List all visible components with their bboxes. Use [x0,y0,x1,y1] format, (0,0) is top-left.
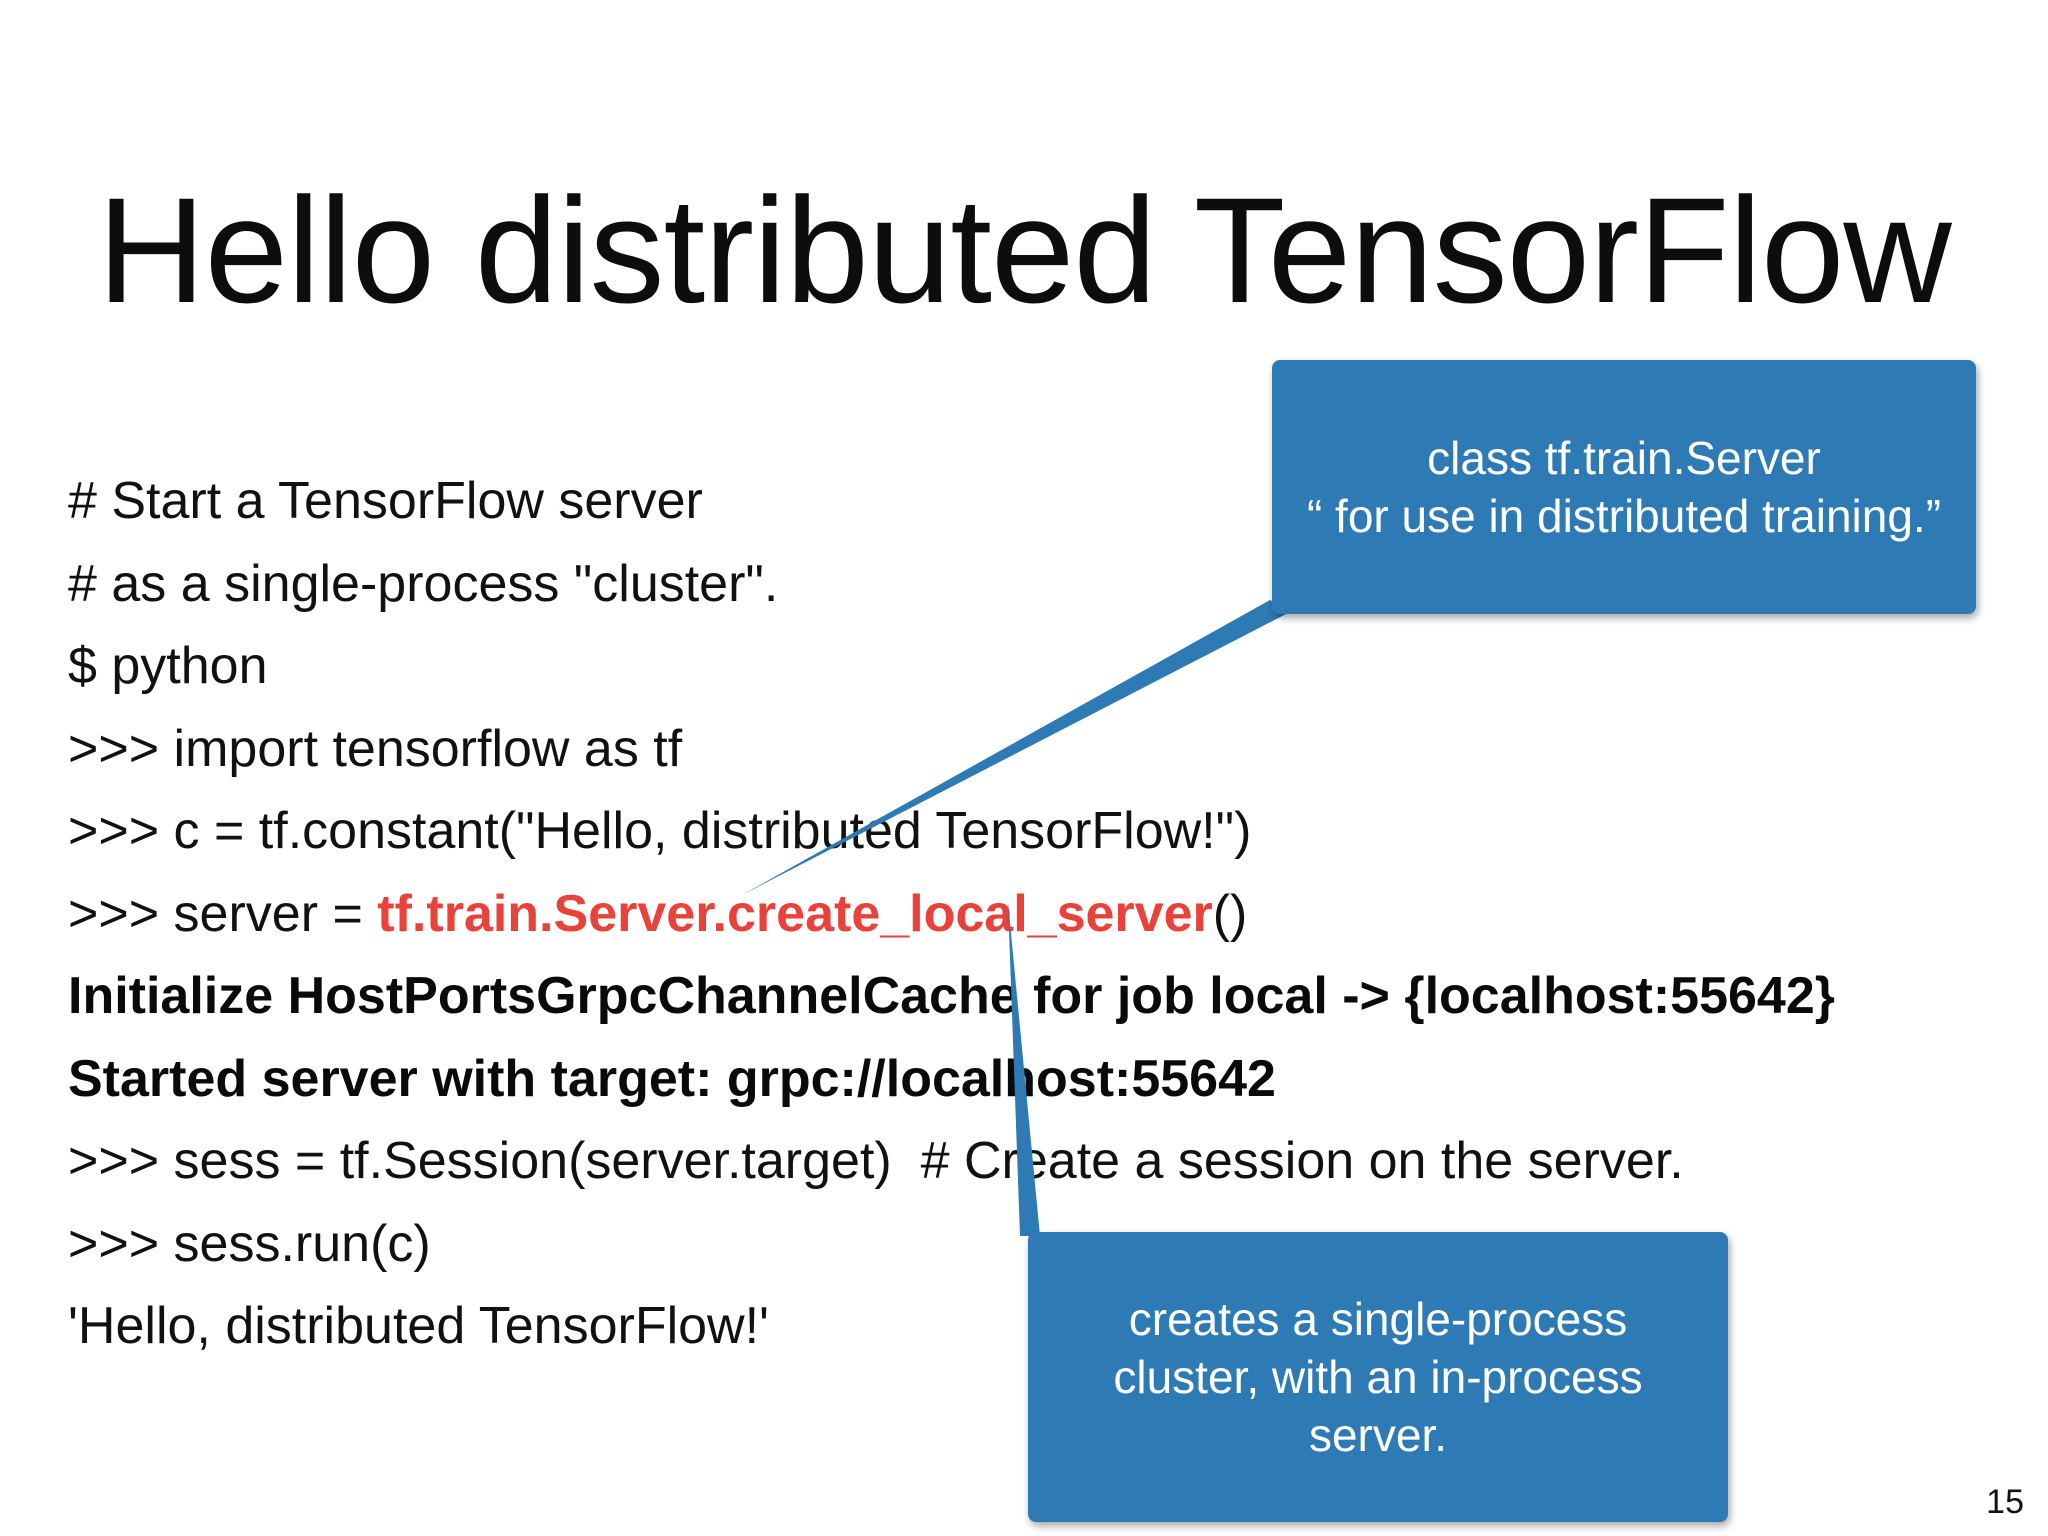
code-line: >>> sess.run(c) [68,1214,431,1273]
callout-text: class tf.train.Server [1427,432,1821,484]
callout-text: “ for use in distributed training.” [1306,490,1942,542]
callout-local-server: creates a single-process cluster, with a… [1028,1232,1728,1522]
code-prefix: >>> server = [68,884,378,943]
code-line: >>> c = tf.constant("Hello, distributed … [68,802,1252,860]
output-line: Started server with target: grpc://local… [68,1049,1276,1108]
code-suffix: () [1212,884,1248,943]
page-number: 15 [1986,1483,2024,1521]
highlighted-method: tf.train.Server.create_local_server [377,884,1213,943]
callout-server-class: class tf.train.Server “ for use in distr… [1272,360,1976,614]
code-line: >>> sess = tf.Session(server.target) # C… [68,1132,1684,1190]
output-line: 'Hello, distributed TensorFlow!' [68,1297,769,1355]
code-line: # as a single-process "cluster". [68,554,779,613]
code-line: $ python [68,637,268,695]
code-line-server: >>> server = tf.train.Server.create_loca… [68,873,1968,956]
callout-text: server. [1308,1409,1448,1461]
slide-title: Hello distributed TensorFlow [97,166,1951,334]
output-line: Initialize HostPortsGrpcChannelCache for… [68,967,1836,1025]
callout-text: cluster, with an in-process [1113,1351,1643,1403]
callout-text: creates a single-process [1128,1293,1628,1345]
code-line: # Start a TensorFlow server [68,472,703,530]
code-block: # Start a TensorFlow server # as a singl… [68,460,1968,1368]
code-line: >>> import tensorflow as tf [68,719,683,778]
